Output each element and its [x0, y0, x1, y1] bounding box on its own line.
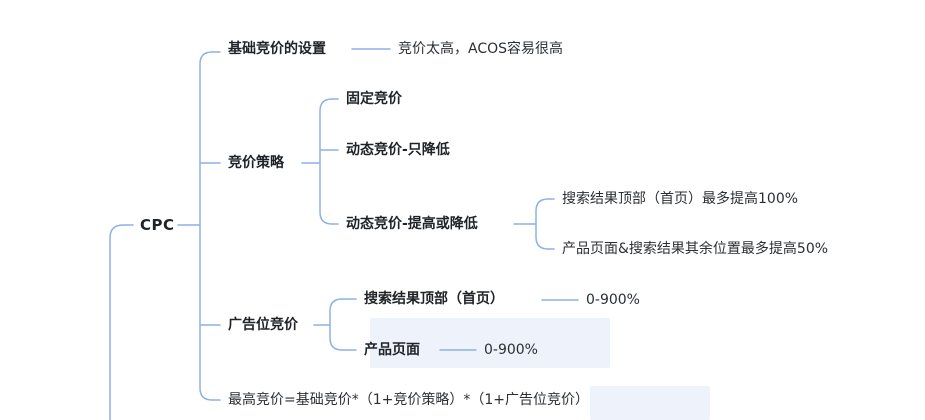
fixed-bid-node: 固定竞价 [346, 91, 402, 107]
up-down-rest-node: 产品页面&搜索结果其余位置最多提高50% [562, 241, 829, 257]
highlight-area [590, 386, 710, 420]
placement-product-value: 0-900% [484, 342, 538, 358]
bid-strategy-spine [319, 98, 333, 225]
up-down-top-node: 搜索结果顶部（首页）最多提高100% [562, 191, 799, 207]
placement-product-node: 产品页面 [364, 342, 420, 358]
level1-spine [199, 51, 213, 401]
placement-spine [329, 298, 343, 351]
root-node: CPC [140, 216, 175, 234]
placement-node: 广告位竞价 [228, 317, 298, 333]
dynamic-up-down-node: 动态竞价-提高或降低 [346, 216, 478, 232]
placement-top-node: 搜索结果顶部（首页） [364, 291, 504, 307]
up-down-spine [535, 198, 549, 250]
bid-strategy-node: 竞价策略 [228, 155, 284, 171]
base-bid-note: 竞价太高，ACOS容易很高 [398, 41, 564, 57]
root-connector [109, 224, 134, 420]
placement-top-value: 0-900% [586, 292, 640, 308]
highlight-area [370, 318, 610, 368]
formula-node: 最高竞价=基础竞价*（1+竞价策略）*（1+广告位竞价） [228, 392, 590, 408]
base-bid-node: 基础竞价的设置 [228, 41, 326, 57]
dynamic-down-only-node: 动态竞价-只降低 [346, 142, 450, 158]
